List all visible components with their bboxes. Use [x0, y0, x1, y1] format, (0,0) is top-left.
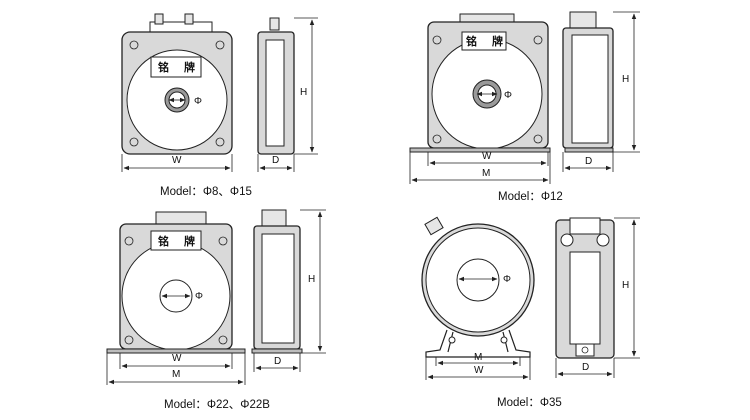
model-caption: Model：Φ22、Φ22B: [164, 399, 270, 411]
terminal-block: [155, 211, 207, 225]
front-view: Φ M W: [421, 216, 535, 380]
nameplate-text: 铭 牌: [466, 34, 509, 48]
base-foot: [575, 343, 595, 357]
terminal-knob: [560, 233, 574, 247]
diagram-phi12: 铭 牌 Φ W M H: [409, 11, 640, 203]
base-plate: [409, 147, 551, 153]
width-label: W: [172, 155, 182, 166]
front-view: 铭 牌 Φ W: [121, 13, 233, 172]
mount-label: M: [482, 168, 490, 179]
phi-label: Φ: [503, 274, 511, 285]
diagram-phi35: Φ M W H: [421, 216, 640, 409]
phi-label: Φ: [194, 96, 202, 107]
width-label: W: [482, 151, 492, 162]
mount-hole: [215, 137, 225, 147]
nameplate-text: 铭 牌: [158, 60, 201, 74]
side-view: H D: [257, 17, 318, 172]
side-base: [564, 147, 614, 153]
diagram-phi22: 铭 牌 Φ W M H: [106, 209, 326, 411]
mount-hole: [218, 335, 228, 345]
side-view: H D: [562, 11, 640, 172]
side-base: [251, 348, 303, 354]
mount-label: M: [474, 352, 482, 363]
nameplate: [461, 31, 507, 51]
side-view: H D: [555, 217, 640, 378]
terminal-screw: [184, 13, 194, 25]
depth-label: D: [585, 156, 592, 167]
mount-hole: [129, 40, 139, 50]
mount-hole: [215, 40, 225, 50]
base-plate: [106, 348, 246, 354]
height-label: H: [622, 280, 629, 291]
side-face: [571, 34, 609, 144]
terminal-screw: [154, 13, 164, 25]
depth-label: D: [274, 356, 281, 367]
mount-hole: [533, 134, 543, 144]
height-label: H: [622, 74, 629, 85]
height-label: H: [300, 87, 307, 98]
side-view: H D: [251, 209, 326, 372]
terminal-block: [569, 11, 597, 29]
mount-hole: [432, 134, 442, 144]
nameplate: [150, 230, 202, 251]
front-view: 铭 牌 Φ W M: [409, 13, 551, 184]
terminal-block: [261, 209, 287, 227]
side-face: [265, 39, 285, 147]
terminal-screw: [269, 17, 280, 31]
model-caption: Model：Φ35: [497, 397, 562, 409]
side-face: [569, 251, 601, 345]
mount-hole: [218, 236, 228, 246]
mount-hole: [124, 236, 134, 246]
model-caption: Model：Φ12: [498, 191, 563, 203]
bracket-bolt: [448, 336, 456, 344]
mounting-bracket: [425, 329, 531, 358]
model-caption: Model：Φ8、Φ15: [160, 186, 252, 198]
mount-hole: [432, 35, 442, 45]
phi-label: Φ: [504, 90, 512, 101]
phi-label: Φ: [195, 291, 203, 302]
front-view: 铭 牌 Φ W M: [106, 211, 246, 385]
nameplate: [150, 56, 202, 78]
mount-hole: [124, 335, 134, 345]
width-label: W: [172, 353, 182, 364]
width-label: W: [474, 365, 484, 376]
depth-label: D: [582, 362, 589, 373]
terminal-knob: [596, 233, 610, 247]
diagram-phi8-phi15: 铭 牌 Φ W H D Model：Φ: [121, 13, 318, 198]
mount-hole: [533, 35, 543, 45]
mount-label: M: [172, 369, 180, 380]
mount-hole: [129, 137, 139, 147]
terminal-screw: [424, 216, 444, 236]
height-label: H: [308, 274, 315, 285]
base-bolt: [581, 346, 589, 354]
nameplate-text: 铭 牌: [158, 234, 201, 248]
bracket-bolt: [500, 336, 508, 344]
primary-hole: [456, 258, 500, 302]
side-face: [261, 233, 295, 344]
depth-label: D: [272, 155, 279, 166]
top-plate: [569, 217, 601, 235]
